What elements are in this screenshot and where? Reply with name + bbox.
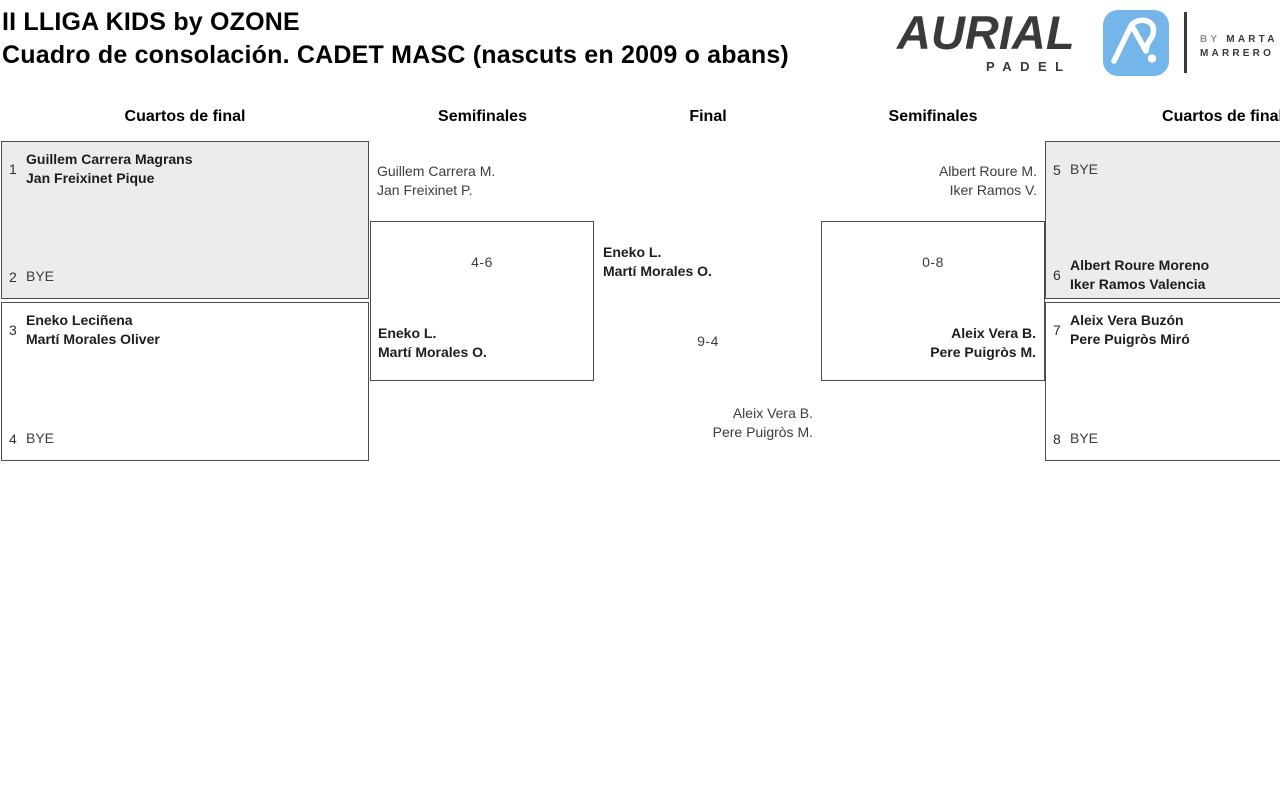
byline-name-bottom: MARRERO <box>1200 48 1275 59</box>
seed-number: 7 <box>1053 322 1061 338</box>
match-box-qf2: 3 Eneko Leciñena Martí Morales Oliver 4 … <box>1 302 369 461</box>
match-box-qf3: 5 BYE 6 Albert Roure Moreno Iker Ramos V… <box>1045 141 1280 299</box>
team-slot: 3 Eneko Leciñena Martí Morales Oliver <box>9 311 160 349</box>
team-slot: 4 BYE <box>9 429 54 448</box>
team-slot: 5 BYE <box>1053 160 1098 179</box>
player-name: Albert Roure M. <box>938 163 1037 179</box>
player-name: Pere Puigròs Miró <box>1070 331 1190 347</box>
sf-left-winner-team: Eneko L. Martí Morales O. <box>378 324 487 362</box>
seed-number: 6 <box>1053 267 1061 283</box>
player-name: Pere Puigròs M. <box>930 344 1036 360</box>
seed-number: 5 <box>1053 161 1061 178</box>
team-name: Albert Roure Moreno Iker Ramos Valencia <box>1070 256 1209 294</box>
round-header-final: Final <box>689 108 727 125</box>
logo-badge <box>1103 10 1169 76</box>
player-name: BYE <box>1070 430 1099 446</box>
match-box-sf-left: 4-6 Eneko L. Martí Morales O. <box>370 221 594 381</box>
seed-number: 4 <box>9 430 17 447</box>
logo-divider <box>1184 12 1187 73</box>
match-box-qf1: 1 Guillem Carrera Magrans Jan Freixinet … <box>1 141 369 299</box>
round-header-sf-left: Semifinales <box>438 108 527 125</box>
player-name: Eneko L. <box>378 325 437 341</box>
player-name: Aleix Vera B. <box>951 325 1036 341</box>
team-name: BYE <box>1070 160 1098 179</box>
team-slot: 1 Guillem Carrera Magrans Jan Freixinet … <box>9 150 193 188</box>
player-name: BYE <box>26 430 55 446</box>
player-name: Iker Ramos V. <box>949 182 1037 198</box>
team-slot: 6 Albert Roure Moreno Iker Ramos Valenci… <box>1053 256 1209 294</box>
sf-right-entrant-team: Albert Roure M. Iker Ramos V. <box>939 162 1037 200</box>
match-box-qf4: 7 Aleix Vera Buzón Pere Puigròs Miró 8 B… <box>1045 302 1280 461</box>
logo-wordmark: AURIAL <box>897 6 1075 59</box>
finalist-right-team: Aleix Vera B. Pere Puigròs M. <box>713 404 813 442</box>
team-slot: 8 BYE <box>1053 429 1098 448</box>
byline-by: BY <box>1200 34 1221 45</box>
player-name: Eneko L. <box>603 244 662 260</box>
seed-number: 1 <box>9 161 17 177</box>
player-name: Guillem Carrera Magrans <box>26 151 193 167</box>
team-name: BYE <box>1070 429 1098 448</box>
tournament-subtitle: Cuadro de consolación. CADET MASC (nascu… <box>2 41 789 69</box>
finalist-left-team: Eneko L. Martí Morales O. <box>603 243 712 281</box>
player-name: Iker Ramos Valencia <box>1070 276 1206 292</box>
match-score: 0-8 <box>922 254 944 270</box>
logo-sub-wordmark: PADEL <box>986 59 1072 74</box>
aurial-monogram-icon <box>1111 17 1157 64</box>
player-name: Martí Morales O. <box>603 263 712 279</box>
round-header-qf-left: Cuartos de final <box>124 108 246 125</box>
team-slot: 2 BYE <box>9 267 54 286</box>
seed-number: 2 <box>9 268 17 285</box>
logo-byline: BY MARTA MARRERO <box>1200 33 1278 61</box>
player-name: Guillem Carrera M. <box>377 163 496 179</box>
final-score: 9-4 <box>697 333 719 349</box>
player-name: BYE <box>1070 161 1099 177</box>
player-name: Pere Puigròs M. <box>712 424 813 440</box>
player-name: Aleix Vera B. <box>732 405 813 421</box>
team-name: Eneko Leciñena Martí Morales Oliver <box>26 311 160 349</box>
player-name: Martí Morales O. <box>378 344 487 360</box>
player-name: Aleix Vera Buzón <box>1070 312 1184 328</box>
sf-right-winner-team: Aleix Vera B. Pere Puigròs M. <box>930 324 1036 362</box>
player-name: Jan Freixinet P. <box>377 182 473 198</box>
team-name: BYE <box>26 267 54 286</box>
team-name: Aleix Vera Buzón Pere Puigròs Miró <box>1070 311 1190 349</box>
team-slot: 7 Aleix Vera Buzón Pere Puigròs Miró <box>1053 311 1190 349</box>
seed-number: 8 <box>1053 430 1061 447</box>
team-name: Guillem Carrera Magrans Jan Freixinet Pi… <box>26 150 193 188</box>
player-name: Albert Roure Moreno <box>1070 257 1210 273</box>
player-name: BYE <box>26 268 55 284</box>
player-name: Martí Morales Oliver <box>26 331 160 347</box>
player-name: Jan Freixinet Pique <box>26 170 155 186</box>
round-header-qf-right: Cuartos de final <box>1162 108 1280 125</box>
tournament-title: II LLIGA KIDS by OZONE <box>2 8 300 36</box>
seed-number: 3 <box>9 322 17 338</box>
round-header-sf-right: Semifinales <box>888 108 978 125</box>
match-score: 4-6 <box>471 254 493 270</box>
match-box-sf-right: 0-8 Aleix Vera B. Pere Puigròs M. <box>821 221 1045 381</box>
player-name: Eneko Leciñena <box>26 312 133 328</box>
team-name: BYE <box>26 429 54 448</box>
sf-left-entrant-team: Guillem Carrera M. Jan Freixinet P. <box>377 162 495 200</box>
byline-name-top: MARTA <box>1226 34 1278 45</box>
